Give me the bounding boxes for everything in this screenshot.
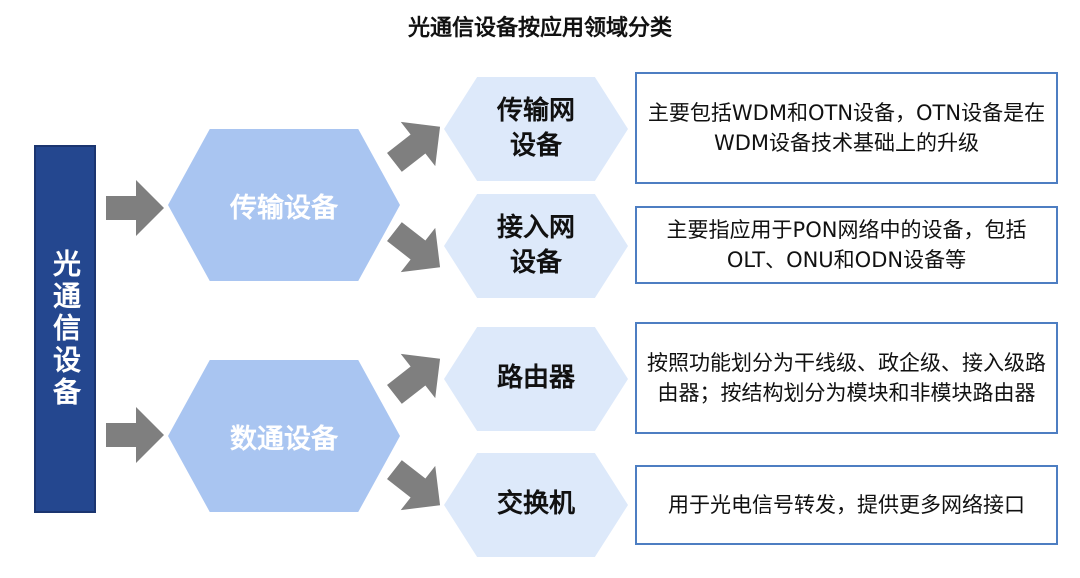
device-access-network: 接入网 设备 bbox=[444, 194, 628, 298]
device-transport-network-label: 传输网 设备 bbox=[496, 95, 575, 161]
arrow-datacom-to-router bbox=[376, 334, 460, 418]
category-datacom-equipment: 数通设备 bbox=[168, 360, 400, 512]
arrow-transmission-to-transport-network bbox=[376, 102, 460, 186]
device-router-label: 路由器 bbox=[496, 363, 575, 394]
arrow-root-to-transmission bbox=[106, 178, 166, 238]
description-transport-network: 主要包括WDM和OTN设备，OTN设备是在WDM设备技术基础上的升级 bbox=[635, 72, 1058, 184]
arrow-root-to-datacom bbox=[106, 405, 166, 465]
description-router: 按照功能划分为干线级、政企级、接入级路由器；按结构划分为模块和非模块路由器 bbox=[635, 322, 1058, 434]
device-transport-network: 传输网 设备 bbox=[444, 77, 628, 181]
arrow-datacom-to-switch bbox=[376, 446, 460, 530]
diagram-title: 光通信设备按应用领域分类 bbox=[407, 16, 672, 41]
root-label: 光通信设备 bbox=[49, 249, 82, 409]
arrow-transmission-to-access-network bbox=[376, 208, 460, 292]
device-switch-label: 交换机 bbox=[496, 489, 575, 520]
device-router: 路由器 bbox=[444, 327, 628, 431]
description-switch: 用于光电信号转发，提供更多网络接口 bbox=[635, 465, 1058, 545]
device-access-network-label: 接入网 设备 bbox=[496, 212, 575, 278]
category-transmission-equipment: 传输设备 bbox=[168, 129, 400, 281]
description-access-network: 主要指应用于PON网络中的设备，包括OLT、ONU和ODN设备等 bbox=[635, 206, 1058, 284]
device-switch: 交换机 bbox=[444, 453, 628, 557]
root-node: 光通信设备 bbox=[34, 145, 96, 513]
